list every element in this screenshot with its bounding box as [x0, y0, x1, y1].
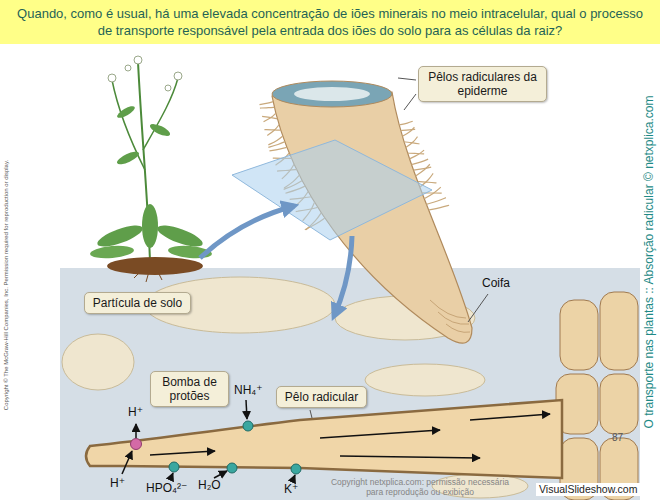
root-hair-strand	[259, 102, 273, 105]
flow-arrow	[470, 414, 550, 420]
watermark: Copyright netxplica.com: permissão neces…	[330, 477, 510, 497]
root-hair-strand	[402, 127, 414, 136]
transporter	[227, 463, 237, 473]
part-label: Coifa	[482, 276, 510, 290]
plant-stem	[112, 80, 145, 170]
section-plane	[232, 140, 432, 240]
callout-box: Partícula de solo	[84, 292, 191, 314]
root-cell	[560, 300, 598, 370]
flower	[165, 85, 171, 91]
side-credit: O transporte nas plantas :: Absorção rad…	[642, 95, 656, 428]
ion-arrow	[135, 424, 137, 438]
transporter	[169, 462, 179, 472]
ion-label: H⁺	[128, 405, 143, 419]
callout-box: Bomba de protões	[150, 371, 229, 407]
leaf	[115, 149, 140, 166]
root-hair-strand	[408, 153, 424, 155]
transporter	[291, 464, 301, 474]
root-hair-strand	[406, 137, 418, 148]
callout-text: Bomba de protões	[158, 375, 221, 403]
root-hair-strand	[269, 147, 287, 151]
plant-root	[134, 268, 162, 282]
proton-pump	[131, 439, 142, 450]
ion-label: H₂O	[198, 478, 221, 492]
zoom-arrow	[334, 236, 352, 316]
flow-arrow	[150, 451, 215, 455]
flower	[125, 65, 131, 71]
leader-line	[404, 94, 416, 110]
copyright-note: Copyright © The McGraw-Hill Companies, I…	[3, 160, 10, 410]
root-hair-strand	[262, 116, 277, 118]
ion-arrow	[292, 475, 295, 482]
root-hair-strand	[410, 150, 425, 159]
root-hair-strand	[268, 142, 284, 148]
flow-arrow	[320, 430, 440, 438]
soil-particle	[62, 334, 134, 390]
leader-line	[398, 78, 416, 80]
root-section	[272, 81, 392, 107]
root-hair-strand	[414, 167, 432, 170]
ion-arrow	[170, 473, 173, 480]
flower	[174, 72, 182, 80]
leader-line	[310, 410, 312, 418]
root-cap	[430, 300, 470, 332]
root-cell	[600, 374, 638, 434]
zoom-arrow	[200, 206, 294, 258]
callout-text: Pêlos radiculares da epiderme	[426, 70, 539, 98]
root-cell	[600, 292, 638, 370]
soil-mound	[107, 257, 203, 275]
leaf	[148, 122, 171, 139]
root-section	[294, 87, 370, 101]
transporter	[243, 421, 253, 431]
root-hair-strand	[429, 205, 449, 210]
ion-arrow	[122, 451, 132, 474]
plant-stem	[143, 78, 178, 150]
leaf	[90, 244, 135, 260]
ion-label: HPO₄²⁻	[146, 481, 187, 495]
callout-text: Pêlo radicular	[285, 390, 358, 404]
soil-particle	[365, 364, 485, 396]
root-hair-strand	[412, 159, 429, 164]
site-watermark: VisualSlideshow.com	[536, 483, 640, 496]
root-hair-strand	[264, 129, 280, 131]
callout-box: Pêlo radicular	[276, 386, 367, 408]
flower	[108, 74, 116, 82]
root-hair-strand	[399, 121, 413, 125]
title-band: Quando, como é usual, há uma elevada con…	[0, 0, 660, 44]
slide-title: Quando, como é usual, há uma elevada con…	[12, 5, 648, 39]
flower	[134, 56, 142, 64]
ion-label: K⁺	[284, 482, 298, 496]
ion-arrow	[246, 400, 247, 419]
ion-label: H⁺	[110, 476, 125, 490]
leaf	[142, 204, 158, 248]
ion-arrow	[214, 471, 227, 478]
page-number: 87	[612, 432, 623, 444]
callout-text: Partícula de solo	[93, 296, 182, 310]
root-hair	[86, 400, 562, 478]
root-hair-strand	[416, 164, 430, 176]
root-hair-strand	[260, 107, 274, 109]
flow-arrow	[340, 456, 480, 458]
leader-line	[468, 294, 488, 322]
soil-panel	[60, 268, 640, 500]
leaf	[116, 104, 137, 120]
root-hair-strand	[426, 198, 445, 205]
ion-label: NH₄⁺	[234, 383, 263, 397]
callout-box: Pêlos radiculares da epiderme	[418, 66, 547, 102]
